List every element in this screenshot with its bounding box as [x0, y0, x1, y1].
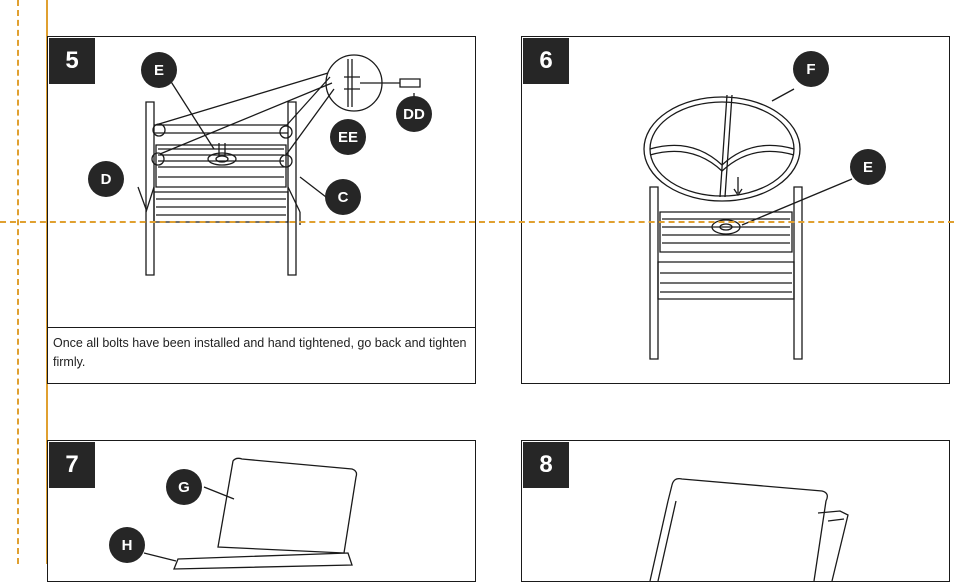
step-number-badge: 6: [523, 38, 569, 84]
callout-H: H: [122, 537, 133, 554]
callout-F: F: [806, 61, 815, 78]
callout-D: D: [101, 171, 112, 188]
step-8-panel: 8: [521, 440, 950, 582]
center-fold-guide: [0, 221, 954, 223]
step-6-illustration: F E: [643, 51, 886, 360]
callout-E: E: [863, 159, 873, 176]
step-7-panel: 7 G H: [47, 440, 476, 582]
callout-EE: EE: [338, 129, 358, 146]
step-5-illustration: E EE DD D C: [88, 52, 432, 276]
step-number-badge: 5: [49, 38, 95, 84]
step-number-badge: 7: [49, 442, 95, 488]
callout-E: E: [154, 62, 164, 79]
step-number-badge: 8: [523, 442, 569, 488]
left-dashed-guide: [17, 0, 19, 564]
step-8-illustration: [649, 477, 849, 581]
step-5-caption: Once all bolts have been installed and h…: [48, 327, 475, 383]
step-7-illustration: G H: [109, 457, 358, 570]
callout-DD: DD: [403, 106, 425, 123]
callout-G: G: [178, 479, 190, 496]
step-6-panel: 6 F E: [521, 36, 950, 384]
callout-C: C: [338, 189, 349, 206]
step-5-panel: 5: [47, 36, 476, 384]
